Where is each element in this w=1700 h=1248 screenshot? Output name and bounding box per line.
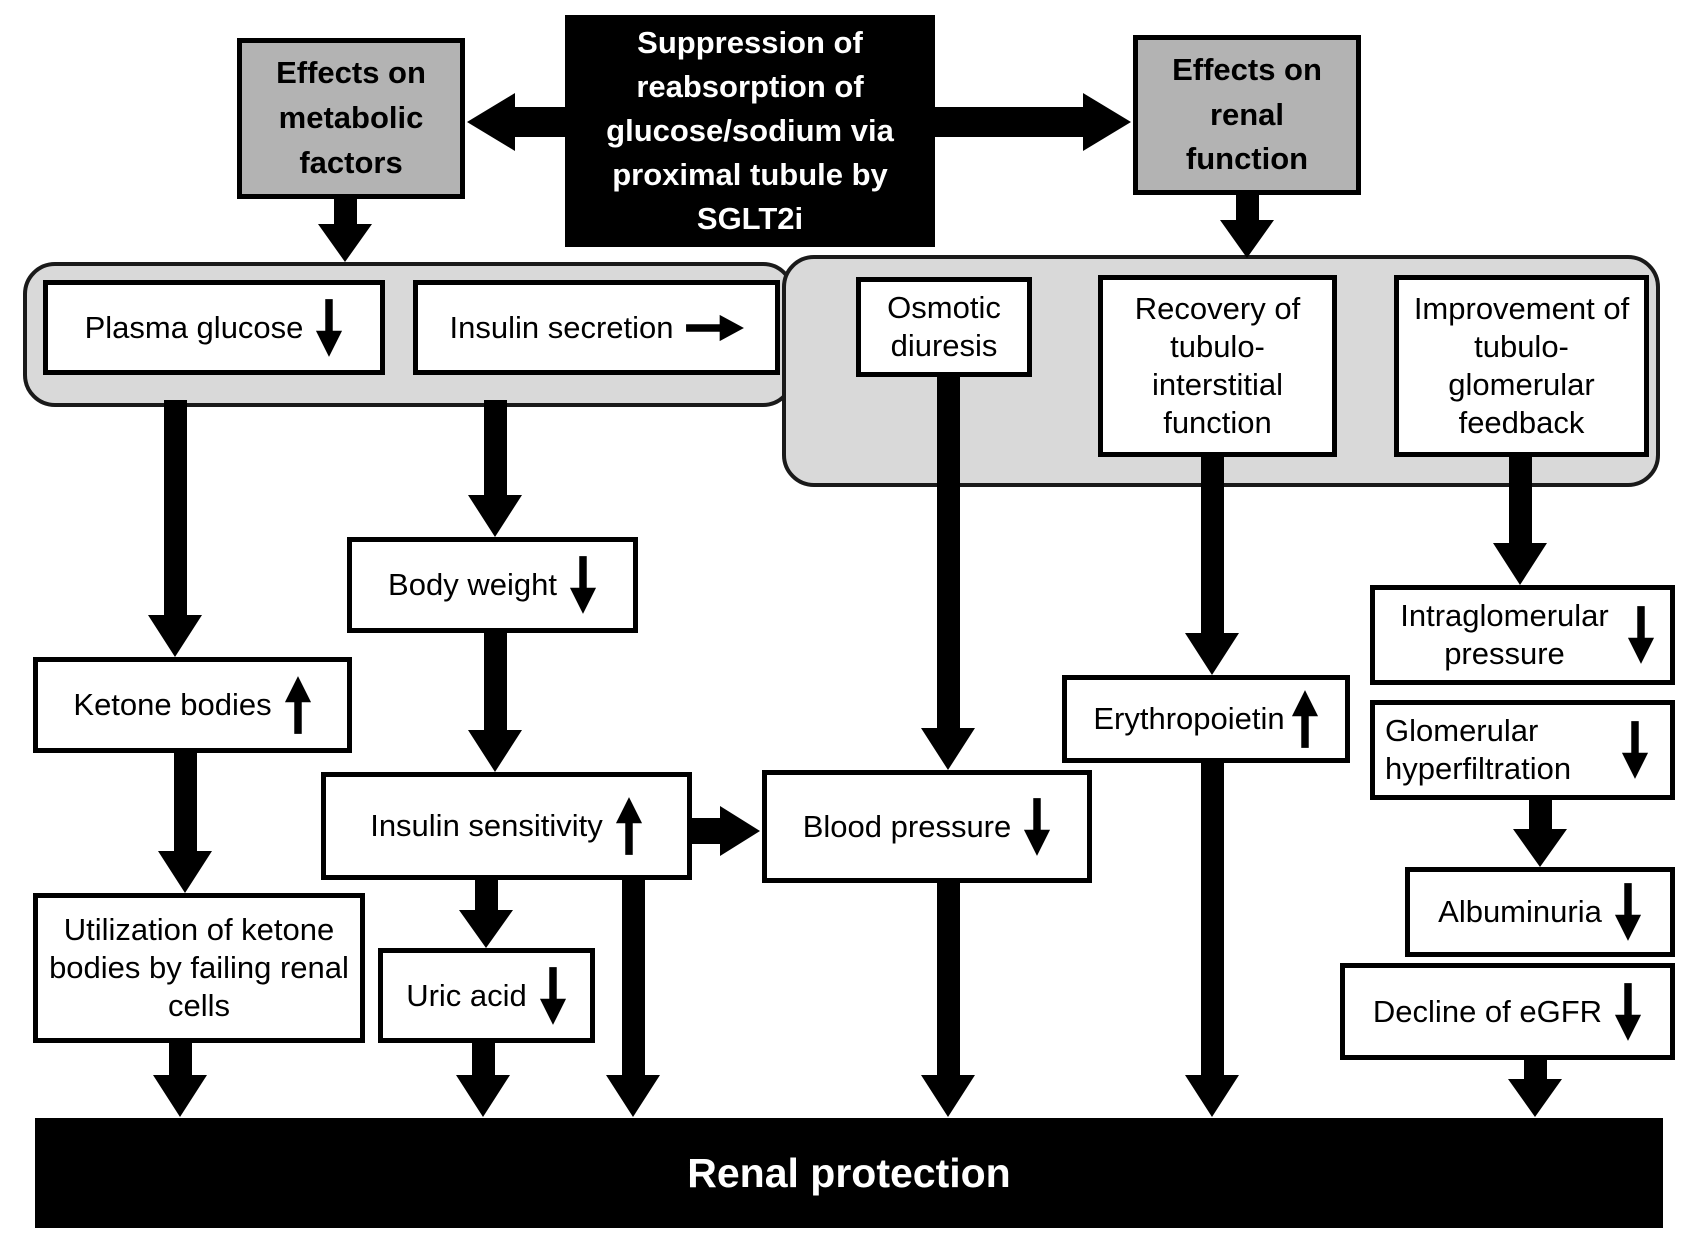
- recovery-tubulo-label: Recovery of tubulo-interstitial function: [1134, 291, 1301, 440]
- node-insulin-sensitivity: Insulin sensitivity: [321, 772, 692, 880]
- up-arrow-icon: [615, 797, 643, 855]
- up-arrow-icon: [284, 676, 312, 734]
- node-plasma-glucose: Plasma glucose: [43, 280, 385, 375]
- flow-arrow: [474, 880, 498, 912]
- flow-arrow: [168, 1043, 192, 1077]
- flow-arrow: [936, 883, 960, 1077]
- flow-arrow: [158, 851, 212, 893]
- flow-arrow: [933, 107, 1085, 137]
- osmotic-diuresis-label: Osmotic diuresis: [887, 290, 1001, 363]
- flow-arrow: [606, 1075, 660, 1117]
- node-uric-acid: Uric acid: [378, 948, 595, 1043]
- node-osmotic-diuresis: Osmotic diuresis: [856, 277, 1032, 377]
- branch-renal-function: Effects on renal function: [1133, 35, 1361, 195]
- right-arrow-icon: [685, 314, 744, 342]
- down-arrow-icon: [1614, 883, 1642, 941]
- plasma-glucose-label: Plasma glucose: [84, 309, 304, 345]
- flow-arrow: [163, 400, 187, 617]
- erythropoietin-label: Erythropoietin: [1093, 701, 1285, 737]
- node-intraglomerular-pressure: Intraglomerular pressure: [1370, 585, 1675, 685]
- root-node-sglt2i: Suppression of reabsorption of glucose/s…: [565, 15, 935, 247]
- footer-label: Renal protection: [687, 1149, 1011, 1196]
- node-utilization-ketone-bodies: Utilization of ketone bodies by failing …: [33, 893, 365, 1043]
- flow-arrow: [468, 495, 522, 537]
- flow-arrow: [148, 615, 202, 657]
- flow-arrow: [1508, 457, 1532, 545]
- footer-renal-protection: Renal protection: [35, 1118, 1663, 1228]
- flow-arrow: [468, 730, 522, 772]
- flow-arrow: [1528, 800, 1552, 831]
- branch-renal-label: Effects on renal function: [1172, 51, 1322, 177]
- flow-arrow: [1235, 195, 1259, 222]
- node-erythropoietin: Erythropoietin: [1062, 675, 1350, 763]
- flow-arrow: [720, 806, 760, 856]
- flow-arrow: [1185, 633, 1239, 675]
- down-arrow-icon: [315, 298, 343, 357]
- flow-arrow: [467, 93, 515, 151]
- node-decline-egfr: Decline of eGFR: [1340, 963, 1675, 1060]
- flow-arrow: [1513, 829, 1567, 867]
- node-recovery-tubulo-interstitial: Recovery of tubulo-interstitial function: [1098, 275, 1337, 457]
- down-arrow-icon: [539, 966, 567, 1025]
- down-arrow-icon: [1627, 606, 1655, 664]
- node-improvement-tubulo-glomerular: Improvement of tubulo-glomerular feedbac…: [1394, 275, 1649, 457]
- flow-arrow: [456, 1075, 510, 1117]
- flow-arrow: [483, 633, 507, 732]
- body-weight-label: Body weight: [388, 567, 557, 603]
- improvement-feedback-label: Improvement of tubulo-glomerular feedbac…: [1413, 291, 1630, 440]
- flow-arrow: [1220, 220, 1274, 258]
- flow-arrow: [921, 728, 975, 770]
- decline-egfr-label: Decline of eGFR: [1372, 993, 1603, 1029]
- flow-arrow: [1200, 457, 1224, 635]
- flow-arrow: [1493, 543, 1547, 585]
- down-arrow-icon: [569, 556, 597, 614]
- branch-metabolic-factors: Effects on metabolic factors: [237, 38, 465, 199]
- down-arrow-icon: [1614, 982, 1642, 1041]
- node-albuminuria: Albuminuria: [1405, 867, 1675, 957]
- uric-acid-label: Uric acid: [406, 977, 527, 1013]
- insulin-secretion-label: Insulin secretion: [449, 309, 674, 345]
- utilization-ketone-label: Utilization of ketone bodies by failing …: [49, 912, 349, 1023]
- flow-arrow: [1083, 93, 1131, 151]
- flow-arrow: [621, 880, 645, 1077]
- flow-arrow: [459, 910, 513, 948]
- flow-arrow: [921, 1075, 975, 1117]
- albuminuria-label: Albuminuria: [1438, 894, 1602, 930]
- flow-arrow: [483, 400, 507, 497]
- intraglomerular-pressure-label: Intraglomerular pressure: [1400, 598, 1609, 671]
- flow-arrow: [936, 377, 960, 730]
- down-arrow-icon: [1621, 721, 1649, 779]
- ketone-bodies-label: Ketone bodies: [73, 687, 272, 723]
- flow-arrow: [692, 818, 722, 844]
- node-ketone-bodies: Ketone bodies: [33, 657, 352, 753]
- node-blood-pressure: Blood pressure: [762, 770, 1092, 883]
- flow-arrow: [153, 1075, 207, 1117]
- flow-arrow: [1185, 1075, 1239, 1117]
- insulin-sensitivity-label: Insulin sensitivity: [370, 808, 603, 844]
- down-arrow-icon: [1023, 797, 1051, 856]
- flow-arrow: [471, 1043, 495, 1077]
- flow-arrow: [513, 107, 567, 137]
- root-label: Suppression of reabsorption of glucose/s…: [606, 24, 894, 237]
- flow-arrow: [173, 753, 197, 853]
- flow-arrow: [318, 224, 372, 262]
- flow-arrow: [1523, 1060, 1547, 1081]
- branch-metabolic-label: Effects on metabolic factors: [276, 55, 426, 180]
- up-arrow-icon: [1291, 690, 1319, 748]
- flow-arrow: [1200, 763, 1224, 1077]
- flow-arrow: [333, 198, 357, 226]
- blood-pressure-label: Blood pressure: [802, 808, 1012, 844]
- node-glomerular-hyperfiltration: Glomerular hyperfiltration: [1370, 700, 1675, 800]
- flow-arrow: [1508, 1079, 1562, 1117]
- glomerular-hyperfiltration-label: Glomerular hyperfiltration: [1385, 713, 1572, 786]
- node-insulin-secretion: Insulin secretion: [413, 280, 780, 375]
- node-body-weight: Body weight: [347, 537, 638, 633]
